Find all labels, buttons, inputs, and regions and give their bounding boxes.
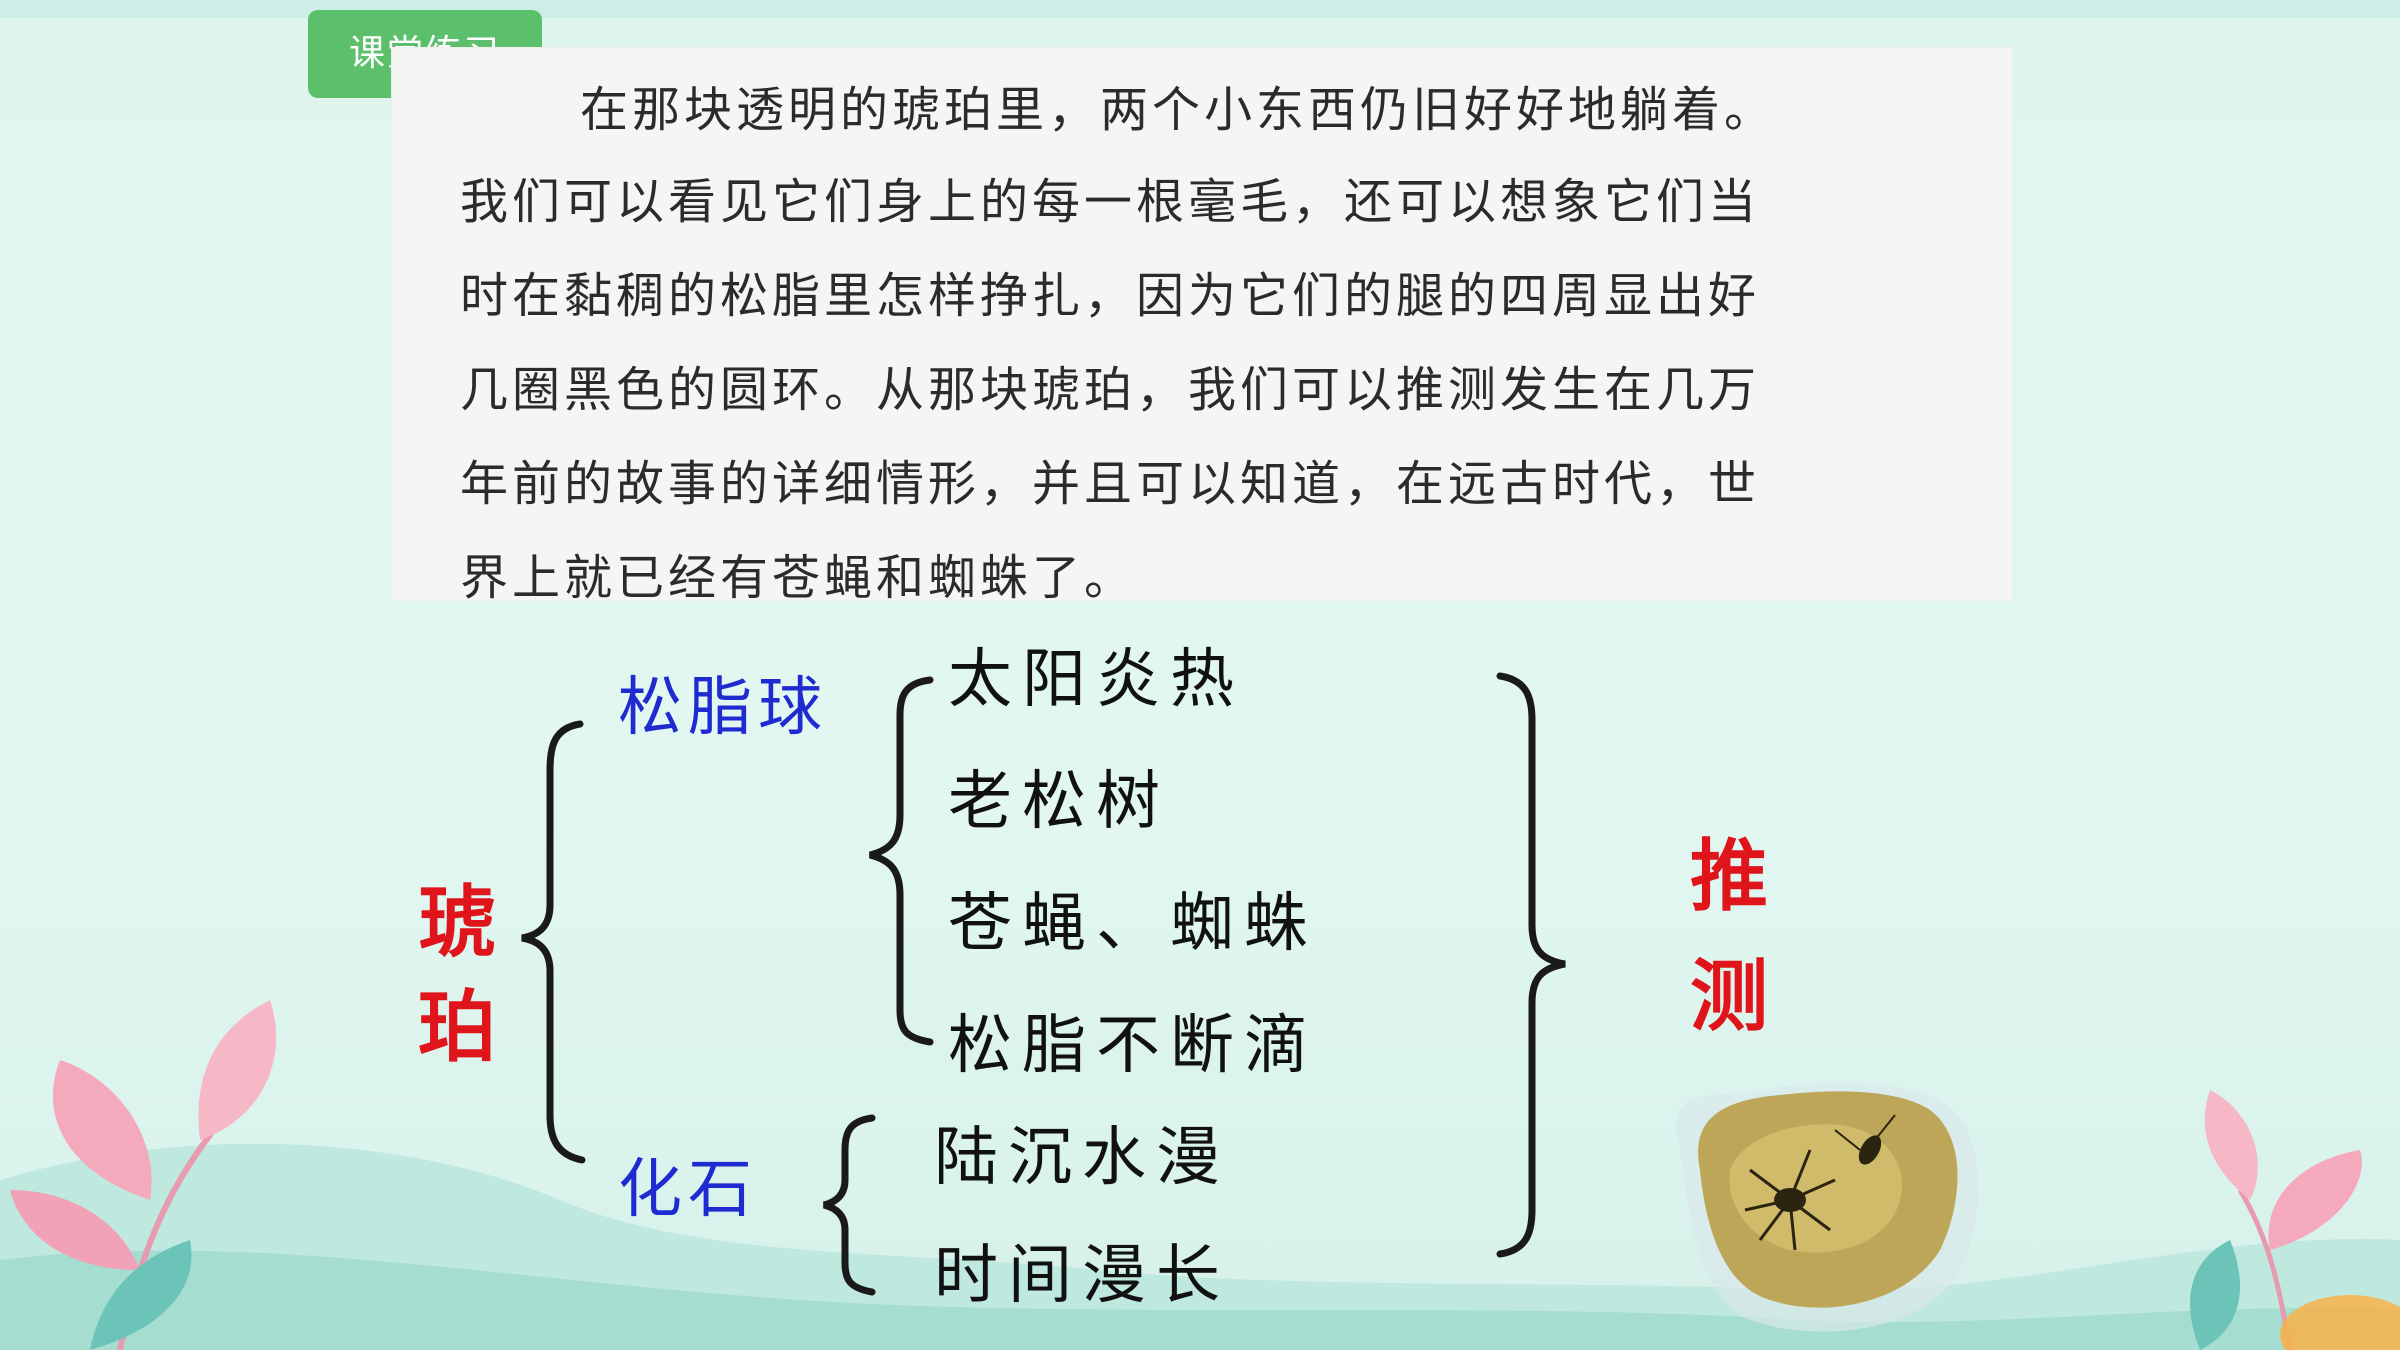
right-leaf-icon: [2190, 1090, 2400, 1350]
root-char: 琥: [418, 877, 497, 968]
passage-line: 时在黏稠的松脂里怎样挣扎，因为它们的腿的四周显出好: [460, 268, 1761, 324]
amber-fossil-image: [1676, 1083, 1979, 1332]
root-char: 珀: [418, 982, 497, 1073]
left-brace: [521, 720, 586, 1164]
right-brace: [1496, 672, 1566, 1258]
branch-label-pine-resin-ball: 松脂球: [618, 671, 828, 745]
passage-line: 年前的故事的详细情形，并且可以知道，在远古时代，世: [460, 456, 1761, 512]
items-brace-2: [823, 1114, 876, 1296]
left-leaf-icon: [10, 1000, 277, 1350]
item-label: 苍蝇、蜘蛛: [948, 887, 1318, 961]
conclusion-char: 测: [1690, 951, 1769, 1042]
reading-passage: 在那块透明的琥珀里，两个小东西仍旧好好地躺着。 我们可以看见它们身上的每一根毫毛…: [392, 48, 2012, 606]
item-label: 老松树: [948, 765, 1170, 839]
item-label: 太阳炎热: [948, 643, 1244, 717]
item-label: 时间漫长: [934, 1239, 1230, 1313]
item-label: 陆沉水漫: [934, 1121, 1230, 1195]
passage-line: 界上就已经有苍蝇和蜘蛛了。: [460, 550, 1137, 606]
items-brace-1: [869, 676, 934, 1046]
passage-line: 我们可以看见它们身上的每一根毫毛，还可以想象它们当: [460, 174, 1761, 230]
passage-line: 几圈黑色的圆环。从那块琥珀，我们可以推测发生在几万: [460, 362, 1761, 418]
conclusion-char: 推: [1690, 831, 1769, 922]
branch-label-fossil: 化石: [618, 1153, 758, 1227]
item-label: 松脂不断滴: [948, 1009, 1318, 1083]
passage-line: 在那块透明的琥珀里，两个小东西仍旧好好地躺着。: [580, 82, 1777, 138]
